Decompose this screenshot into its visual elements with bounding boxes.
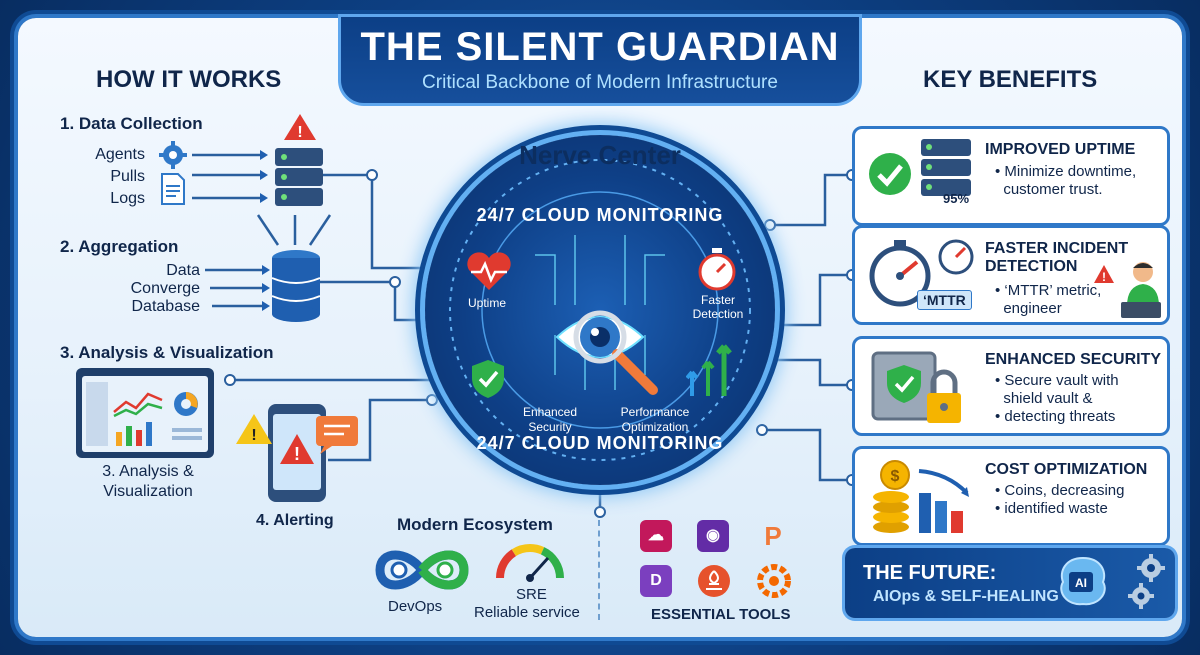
- server-stack-icon: [921, 139, 971, 196]
- svg-text:$: $: [891, 468, 900, 485]
- tool-logo-2: ◉: [697, 520, 729, 552]
- step2-item-data: Data: [166, 262, 200, 279]
- faster-label-line1: Faster: [700, 293, 735, 307]
- benefit-title-detection-line2: DETECTION: [985, 258, 1078, 275]
- page-title: THE SILENT GUARDIAN: [360, 25, 840, 69]
- tool-logo-4: D: [640, 565, 672, 597]
- how-it-works-heading: HOW IT WORKS: [96, 66, 282, 93]
- uptime-label: Uptime: [467, 296, 506, 310]
- sre-label: SRE: [516, 586, 547, 603]
- stopwatch-icon: [869, 240, 931, 307]
- step1-item-logs: Logs: [110, 190, 145, 207]
- title-banner: THE SILENT GUARDIAN Critical Backbone of…: [338, 14, 862, 106]
- future-subtitle: AIOps & SELF-HEALING: [873, 588, 1059, 605]
- benefit-title-security: ENHANCED SECURITY: [985, 351, 1162, 368]
- tool-logo-5: [698, 565, 730, 597]
- bottom-divider: [598, 520, 600, 620]
- step2-item-database: Database: [131, 298, 201, 315]
- tool-logo-1: ☁: [640, 520, 672, 552]
- gear-icon: [1128, 554, 1165, 609]
- security-label-line1: Enhanced: [522, 405, 578, 419]
- step1-item-pulls: Pulls: [110, 168, 145, 185]
- svg-text:!: !: [251, 427, 256, 444]
- step2-title: 2. Aggregation: [60, 237, 179, 256]
- benefit-card-detection: ‘MTTR FASTER INCIDENT DETECTION ! • ‘MTT…: [852, 225, 1170, 325]
- server-icon: !: [275, 114, 323, 206]
- uptime-badge: 95%: [943, 191, 970, 206]
- benefit-title-cost: COST OPTIMIZATION: [985, 461, 1148, 478]
- ring-label-bottom: 24/7 CLOUD MONITORING: [476, 433, 724, 453]
- step3-title: 3. Analysis & Visualization: [60, 343, 274, 362]
- tool-logo-3: P: [764, 521, 782, 551]
- benefit-desc-security: • Secure vault with shield vault & • det…: [995, 372, 1119, 425]
- faster-label-line2: Detection: [692, 307, 744, 321]
- svg-text:!: !: [294, 444, 300, 464]
- mttr-badge: ‘MTTR: [917, 290, 972, 310]
- dashboard-icon: [76, 368, 214, 458]
- document-icon: [161, 173, 185, 205]
- vault-icon: [871, 351, 961, 423]
- future-title: THE FUTURE:: [863, 562, 997, 584]
- benefit-card-cost: $ COST OPTIMIZATION • Coins, decreasing …: [852, 446, 1170, 546]
- devops-infinity-icon: [375, 550, 469, 590]
- benefit-desc-uptime: • Minimize downtime, customer trust.: [995, 163, 1137, 198]
- hub-ring-decoration: [449, 159, 751, 461]
- coins-icon: $: [873, 460, 969, 533]
- benefit-desc-detection: • ‘MTTR’ metric, engineer: [995, 282, 1102, 317]
- security-label-line2: Security: [528, 420, 572, 434]
- perf-label-line2: Optimization: [621, 420, 689, 434]
- key-benefits-heading: KEY BENEFITS: [923, 66, 1098, 93]
- benefit-title-detection-line1: FASTER INCIDENT: [985, 240, 1129, 257]
- essential-tools-label: ESSENTIAL TOOLS: [651, 606, 791, 623]
- heart-pulse-icon: [467, 252, 511, 290]
- step3-caption-line2: Visualization: [103, 483, 193, 500]
- step2-item-converge: Converge: [130, 280, 200, 297]
- nerve-center-hub: [425, 135, 775, 485]
- checkmark-icon: [869, 153, 911, 195]
- svg-text:!: !: [1102, 270, 1106, 284]
- ecosystem-heading: Modern Ecosystem: [397, 515, 553, 534]
- tool-logo-6: [757, 564, 791, 598]
- page-subtitle: Critical Backbone of Modern Infrastructu…: [422, 72, 778, 93]
- gauge-small-icon: [938, 239, 974, 275]
- step1-item-agents: Agents: [95, 146, 145, 163]
- engineer-icon: [1121, 262, 1161, 318]
- eye-icon: [555, 310, 658, 395]
- step3-caption-line1: 3. Analysis &: [102, 463, 194, 480]
- stopwatch-icon: [698, 248, 736, 291]
- benefit-card-security: ENHANCED SECURITY • Secure vault with sh…: [852, 336, 1170, 436]
- sre-sub-label: Reliable service: [474, 604, 580, 621]
- shield-check-icon: [472, 360, 504, 398]
- brain-ai-icon: [1060, 556, 1106, 606]
- step1-title: 1. Data Collection: [60, 114, 203, 133]
- ring-label-top: 24/7 CLOUD MONITORING: [476, 205, 724, 225]
- gauge-icon: [496, 544, 564, 582]
- benefit-title-uptime: IMPROVED UPTIME: [985, 141, 1136, 158]
- ai-chip-label: AI: [1075, 576, 1087, 590]
- perf-label-line1: Performance: [620, 405, 690, 419]
- growth-arrows-icon: [686, 344, 732, 396]
- database-icon: [271, 250, 321, 322]
- gear-icon: [159, 141, 187, 169]
- future-banner: THE FUTURE: AIOps & SELF-HEALING AI: [845, 548, 1175, 618]
- benefit-desc-cost: • Coins, decreasing • identified waste: [995, 482, 1125, 517]
- warning-icon: !: [1094, 265, 1114, 284]
- devops-label: DevOps: [388, 598, 443, 615]
- phone-alert-icon: ! !: [236, 404, 358, 502]
- step4-title: 4. Alerting: [256, 512, 334, 529]
- benefit-card-uptime: 95% IMPROVED UPTIME • Minimize downtime,…: [852, 126, 1170, 226]
- nerve-center-label: Nerve Center: [519, 140, 681, 170]
- svg-text:!: !: [297, 124, 302, 141]
